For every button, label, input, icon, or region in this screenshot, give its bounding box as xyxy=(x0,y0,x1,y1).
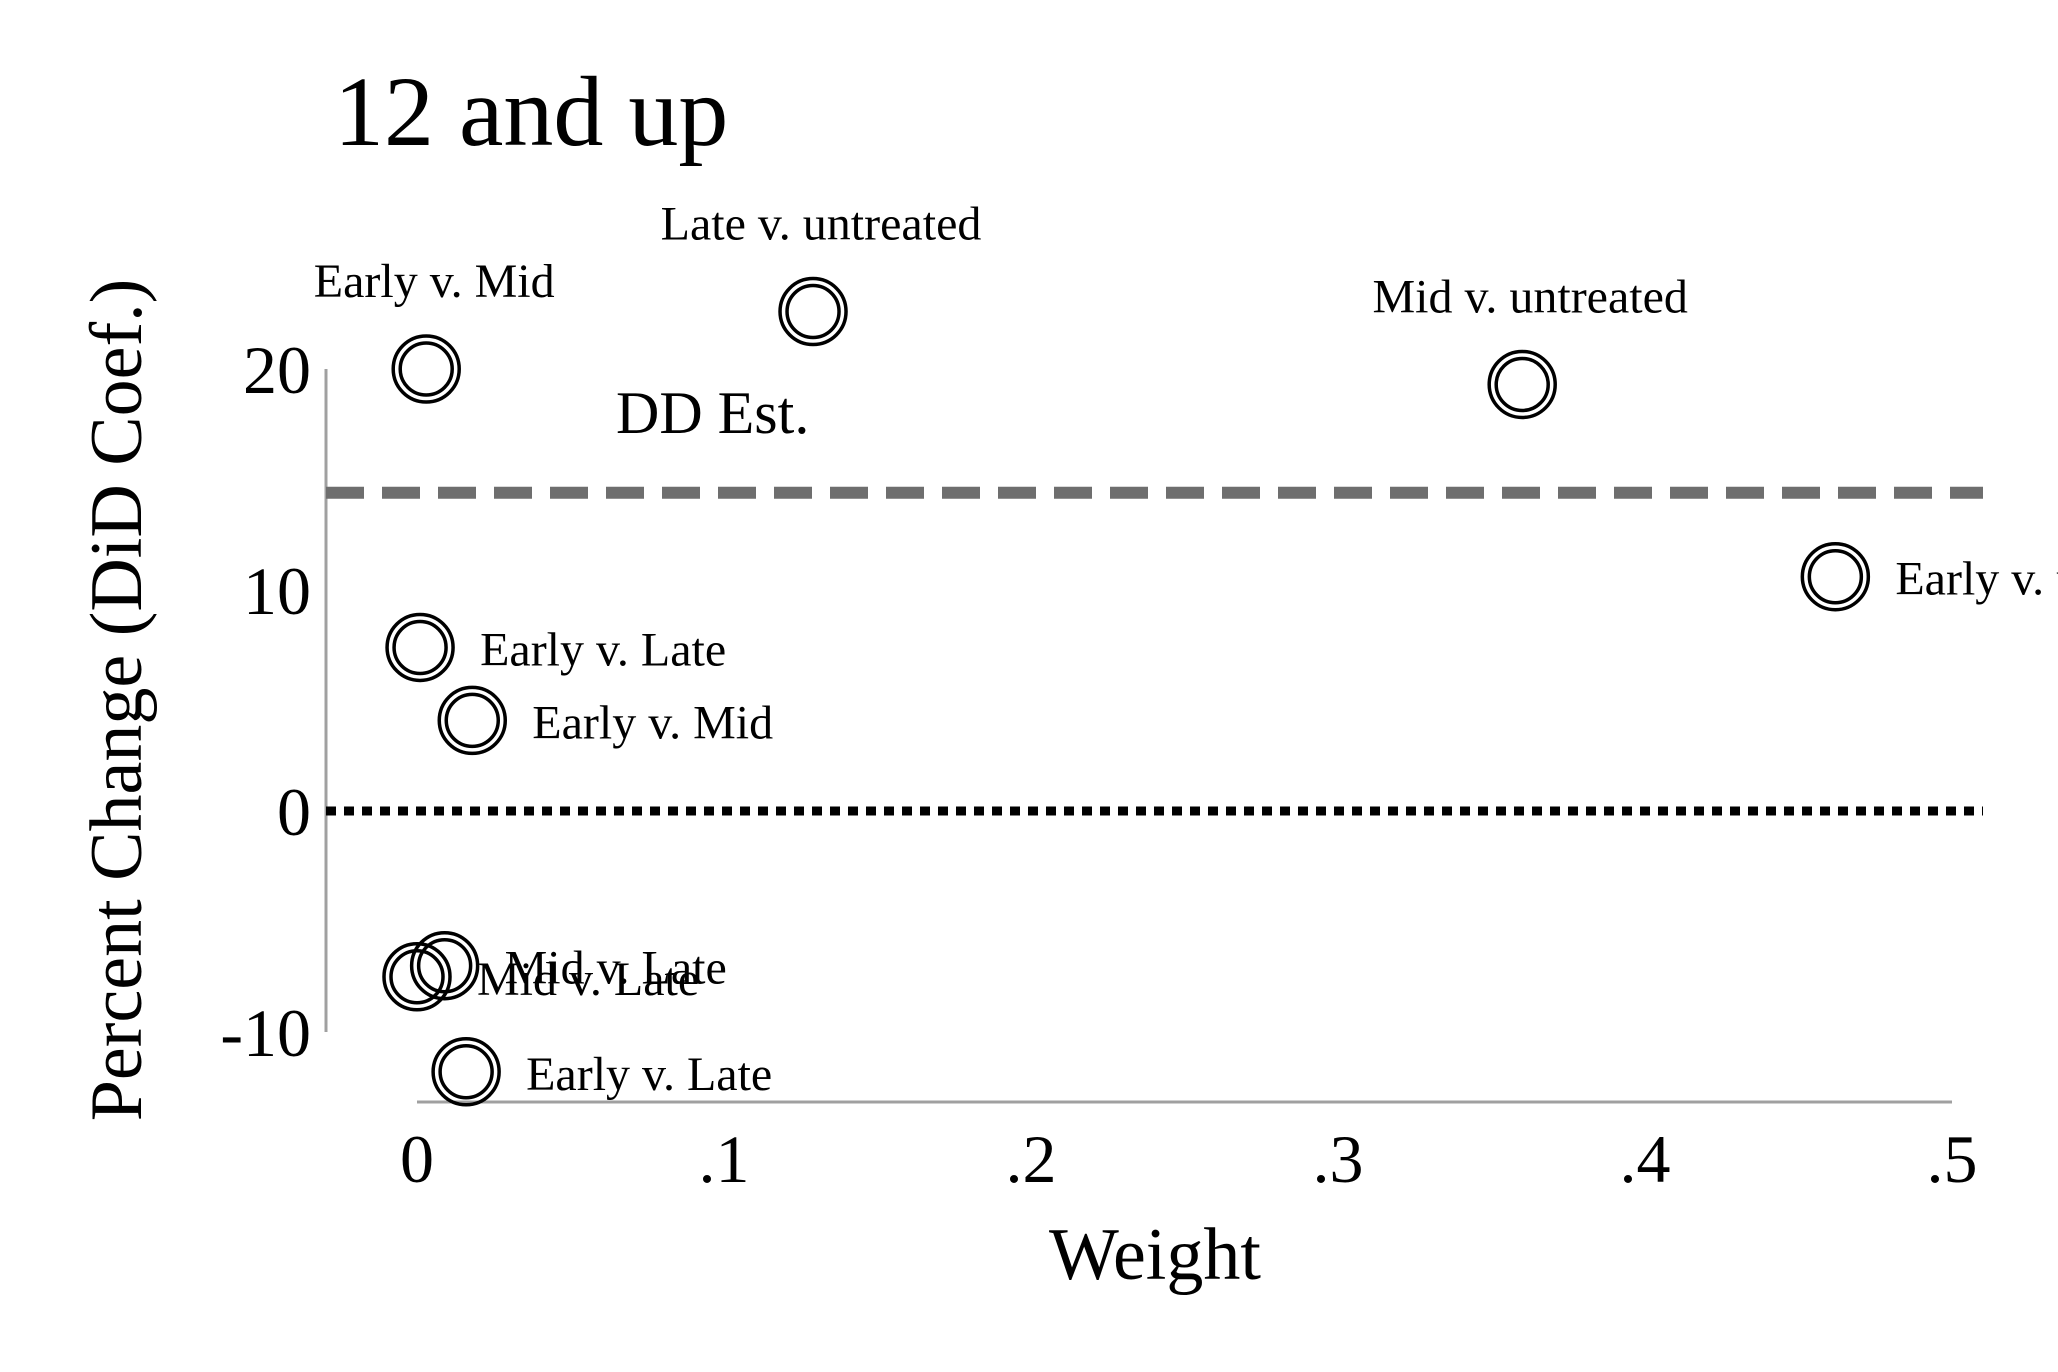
point-marker-inner xyxy=(389,949,445,1005)
point-marker-outer xyxy=(385,612,455,683)
scatter-point: Early v. untreated xyxy=(1800,541,2058,612)
y-tick-labels: -10 0 10 20 xyxy=(220,332,311,1071)
point-label: Early v. Late xyxy=(480,623,726,676)
point-marker-outer xyxy=(391,334,461,404)
point-marker-inner xyxy=(444,692,501,749)
scatter-point: Early v. Late xyxy=(385,612,726,683)
x-tick-label: .4 xyxy=(1620,1121,1671,1197)
x-tick-label: .2 xyxy=(1006,1121,1057,1197)
point-label: Early v. untreated xyxy=(1895,553,2058,606)
point-marker-inner xyxy=(398,341,454,397)
point-marker-inner xyxy=(1494,356,1550,413)
scatter-point: Mid v. untreated xyxy=(1372,270,1688,420)
point-label: Early v. Mid xyxy=(532,696,773,749)
scatter-point: Late v. untreated xyxy=(661,198,982,347)
point-marker-outer xyxy=(431,1037,501,1107)
reference-lines: DD Est. xyxy=(326,380,1983,816)
scatter-point: Mid v. Late xyxy=(409,930,727,1001)
y-axis: -10 0 10 20 xyxy=(220,332,328,1071)
point-label: Mid v. Late xyxy=(505,942,727,995)
x-tick-labels: 0 .1 .2 .3 .4 .5 xyxy=(400,1121,1978,1197)
point-marker-inner xyxy=(438,1044,494,1100)
point-marker-outer xyxy=(1800,541,1871,612)
point-marker-inner xyxy=(416,937,473,994)
scatter-point: Early v. Late xyxy=(431,1037,772,1107)
x-tick-label: 0 xyxy=(400,1121,434,1197)
point-label: Early v. Mid xyxy=(314,255,555,308)
point-marker-inner xyxy=(1807,548,1864,605)
dd-estimate-label: DD Est. xyxy=(616,380,809,446)
point-marker-outer xyxy=(1487,349,1557,420)
point-marker-outer xyxy=(382,942,452,1012)
point-marker-inner xyxy=(785,283,841,340)
y-tick-label: -10 xyxy=(220,995,311,1071)
point-label: Late v. untreated xyxy=(661,198,982,251)
y-axis-title: Percent Change (DiD Coef.) xyxy=(76,279,158,1122)
x-tick-label: .5 xyxy=(1927,1121,1978,1197)
point-marker-outer xyxy=(437,685,508,756)
point-label: Mid v. untreated xyxy=(1372,270,1687,323)
point-marker-outer xyxy=(778,276,848,347)
x-tick-label: .3 xyxy=(1313,1121,1364,1197)
x-axis-title: Weight xyxy=(1049,1214,1261,1296)
chart-title: 12 and up xyxy=(334,56,728,167)
y-tick-label: 10 xyxy=(243,553,311,629)
point-label: Early v. Late xyxy=(526,1048,772,1101)
point-marker-inner xyxy=(392,619,448,676)
x-axis: 0 .1 .2 .3 .4 .5 xyxy=(400,1100,1978,1197)
scatter-point: Early v. Mid xyxy=(437,685,773,756)
point-label: Mid v. Late xyxy=(477,953,699,1006)
scatter-point: Early v. Mid xyxy=(314,255,555,404)
y-tick-label: 20 xyxy=(243,332,311,408)
y-tick-label: 0 xyxy=(277,774,311,850)
point-marker-outer xyxy=(409,930,480,1001)
scatter-point: Mid v. Late xyxy=(382,942,699,1012)
x-tick-label: .1 xyxy=(699,1121,750,1197)
